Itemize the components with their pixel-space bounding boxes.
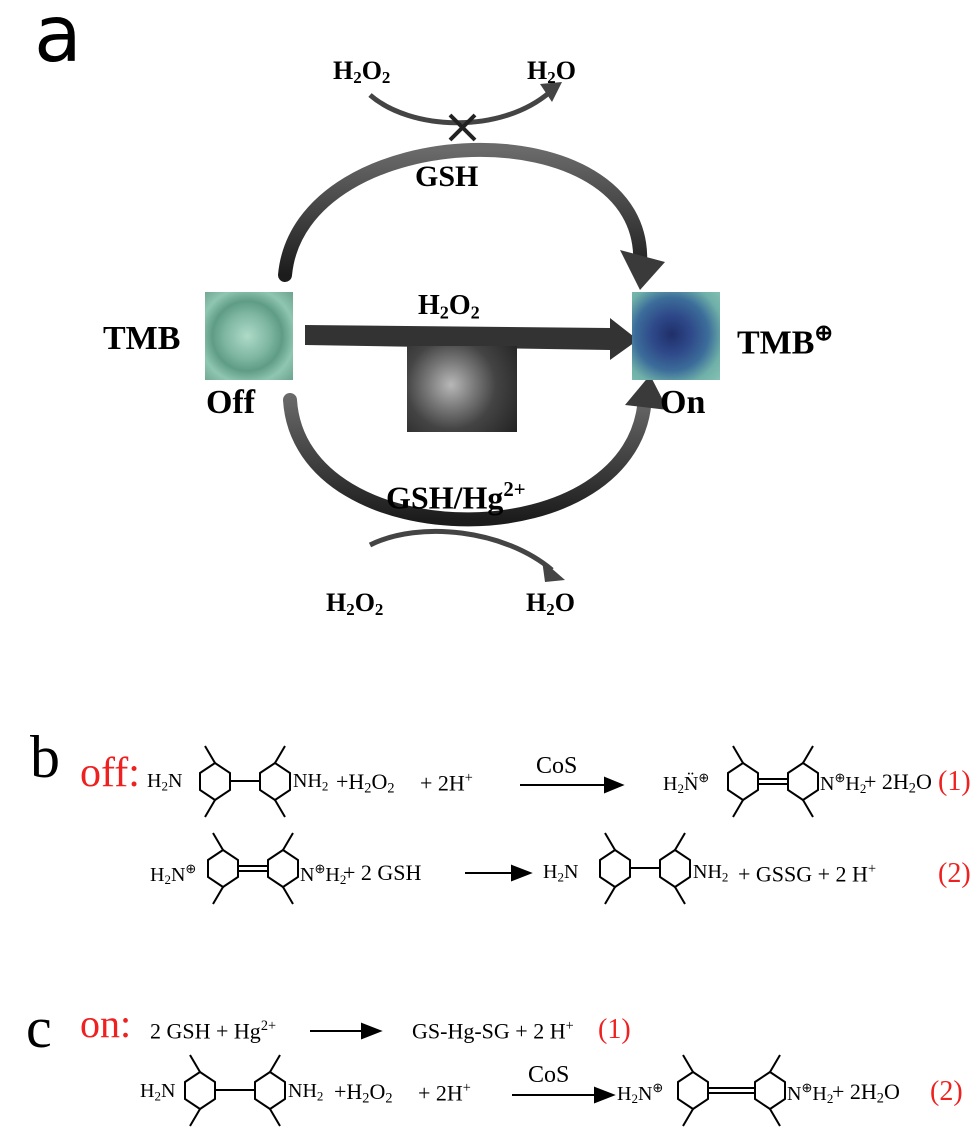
- tmb-ox-structure-b1: [727, 745, 819, 818]
- top-in-label: H2O2: [333, 56, 391, 88]
- b1-plus-h2o2: +H2O2: [336, 769, 395, 797]
- c2-h2n: H2N: [140, 1080, 176, 1104]
- b2-h2n: H2N: [543, 861, 579, 885]
- c2-number: (2): [930, 1076, 963, 1107]
- tmb-structure-b2: [599, 832, 691, 905]
- b1-plus-2h: + 2H+: [420, 770, 473, 796]
- middle-label: H2O2: [418, 290, 480, 323]
- c2-product-extra: + 2H2O: [832, 1079, 900, 1107]
- bottom-label: GSH/Hg2+: [386, 478, 526, 516]
- top-arc: [278, 143, 648, 282]
- tmb-structure-c2: [184, 1054, 286, 1127]
- c2-product-n-left: H2N⊕: [617, 1080, 664, 1107]
- c1-left: 2 GSH + Hg2+: [150, 1018, 277, 1044]
- bottom-arc-head: [625, 375, 668, 410]
- panel-a-letter: a: [34, 0, 82, 80]
- b2-n-left: H2N⊕: [150, 861, 197, 888]
- tmb-ox-structure-c2: [677, 1054, 786, 1127]
- c2-plus-2h: + 2H+: [418, 1080, 471, 1106]
- c2-nh2: NH2: [288, 1080, 324, 1104]
- b2-reagent: + 2 GSH: [343, 860, 422, 885]
- b1-number: (1): [938, 766, 971, 797]
- b1-nh2: NH2: [293, 770, 329, 794]
- tmb-ox-structure-b2: [207, 832, 299, 905]
- blocked-x-icon: [448, 113, 477, 142]
- c2-plus-h2o2: +H2O2: [334, 1079, 393, 1107]
- panel-c-letter: c: [26, 995, 52, 1060]
- b1-product-n-left: H2N̈⊕: [663, 770, 710, 797]
- b2-n-right: N⊕H2: [300, 861, 347, 888]
- b1-catalyst: CoS: [536, 753, 578, 779]
- cos-sem-image: [407, 346, 517, 432]
- b2-number: (2): [938, 858, 971, 889]
- right-label: TMB⊕: [737, 320, 833, 362]
- b1-h2n: H2N: [147, 770, 183, 794]
- positive-charge-icon: ⊕: [814, 320, 833, 345]
- b1-product-n-right: N⊕H2: [820, 770, 867, 797]
- b2-nh2: NH2: [693, 861, 729, 885]
- on-tag: on:: [80, 1001, 132, 1046]
- c1-right: GS-Hg-SG + 2 H+: [412, 1018, 574, 1044]
- right-state: On: [660, 384, 706, 421]
- on-well-photo: [632, 292, 720, 380]
- top-arc-head: [620, 250, 665, 290]
- bottom-arc: [283, 388, 652, 527]
- off-well-photo: [205, 292, 293, 380]
- c1-number: (1): [598, 1014, 631, 1045]
- left-state: Off: [206, 384, 256, 421]
- middle-arrow: [305, 318, 638, 360]
- b1-product-extra: + 2H2O: [864, 769, 932, 797]
- off-tag: off:: [80, 750, 140, 796]
- left-label: TMB: [103, 320, 181, 357]
- panel-b-letter: b: [30, 724, 60, 790]
- top-block-label: GSH: [415, 160, 479, 193]
- tmb-structure-b1: [199, 745, 291, 818]
- b2-products: + GSSG + 2 H+: [738, 861, 877, 887]
- c2-product-n-right: N⊕H2: [787, 1080, 834, 1107]
- bottom-out-label: H2O: [526, 588, 575, 620]
- bottom-in-label: H2O2: [326, 588, 384, 620]
- bottom-small-arc: [368, 528, 554, 572]
- top-out-label: H2O: [527, 56, 576, 88]
- c2-catalyst: CoS: [528, 1062, 570, 1088]
